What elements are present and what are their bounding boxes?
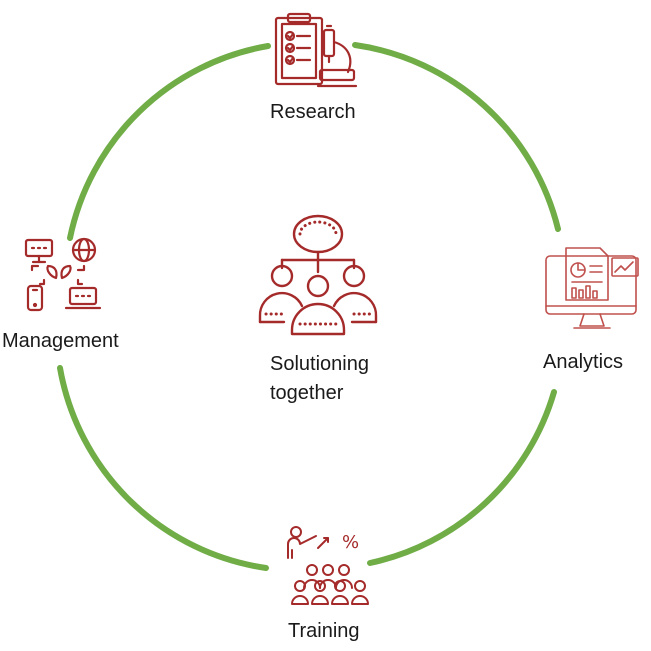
ring-arc-analytics-training [367,389,557,566]
clipboard-microscope-icon [272,12,360,94]
ring-arc-management-research [67,43,271,241]
node-label-research: Research [270,101,356,123]
center-label: Solutioning together [270,350,369,408]
ring-arc-training-management [57,365,269,571]
node-label-training: Training [288,620,360,642]
monitor-dashboard-icon [544,244,640,336]
presenter-audience-icon: % [284,524,374,608]
svg-text:%: % [342,532,359,553]
devices-network-icon [22,236,104,312]
center-label-line-2: together [270,382,344,404]
center-label-line-1: Solutioning [270,353,369,375]
node-label-management: Management [2,330,119,352]
node-label-analytics: Analytics [543,351,624,373]
team-hierarchy-icon [254,210,384,340]
ring-arc-research-analytics [352,42,561,232]
